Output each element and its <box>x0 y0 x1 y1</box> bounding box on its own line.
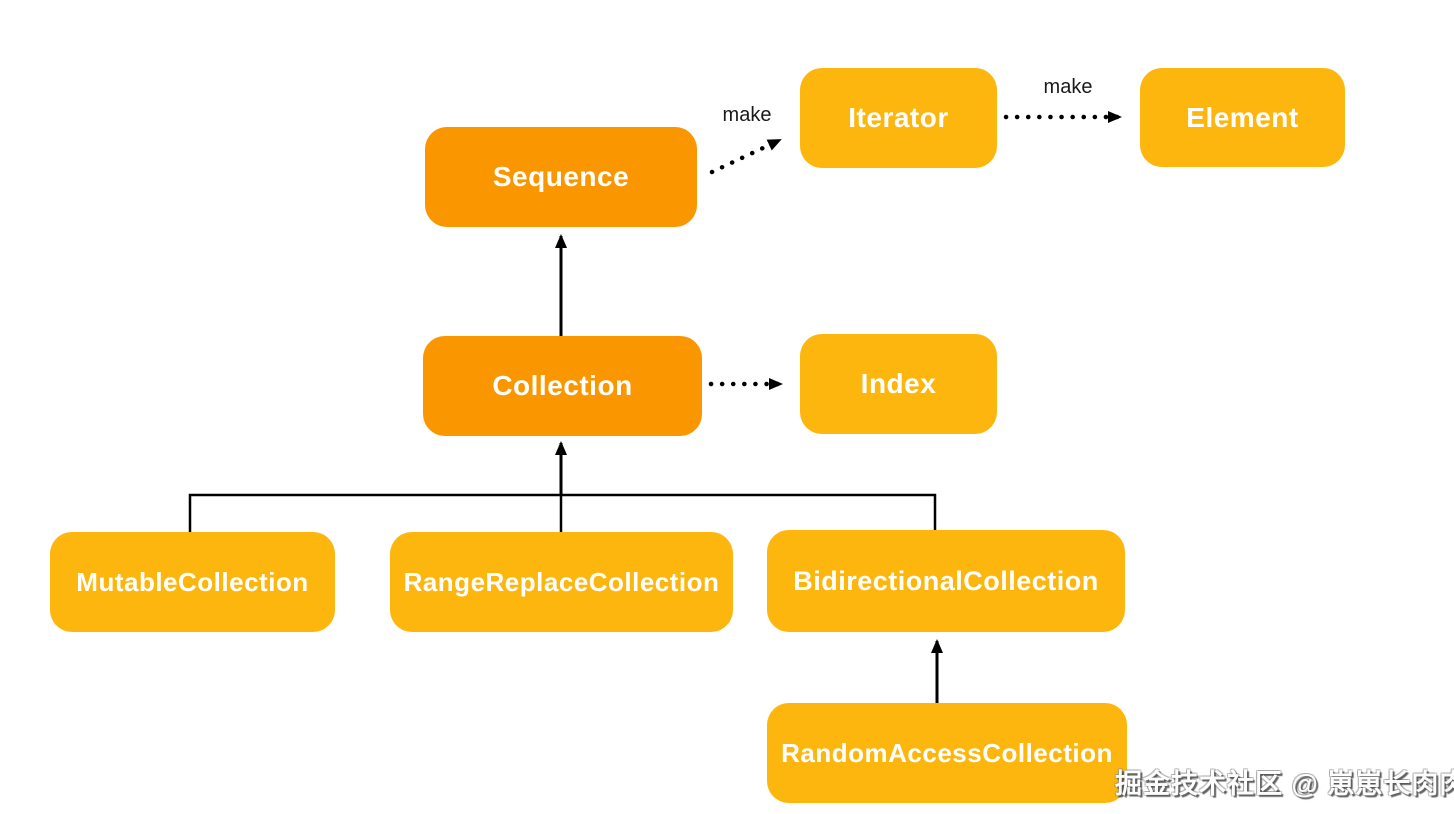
node-bidirectional-collection: BidirectionalCollection <box>767 530 1125 632</box>
node-collection-label: Collection <box>492 370 633 401</box>
edge-label-make-sequence-iterator: make <box>722 104 772 126</box>
node-element-label: Element <box>1186 101 1299 133</box>
node-index: Index <box>800 334 997 434</box>
edge-label-make-iterator-element: make <box>1043 76 1093 98</box>
edge-children-connector <box>188 493 937 532</box>
node-iterator-label: Iterator <box>848 102 949 133</box>
node-bidirectional-collection-label: BidirectionalCollection <box>793 565 1099 596</box>
node-range-replace-collection-label: RangeReplaceCollection <box>403 566 720 597</box>
edge-sequence-to-iterator <box>709 137 783 175</box>
node-sequence: Sequence <box>425 127 697 227</box>
node-mutable-collection: MutableCollection <box>50 532 335 632</box>
node-index-label: Index <box>860 368 937 399</box>
node-range-replace-collection: RangeReplaceCollection <box>390 532 733 632</box>
node-iterator: Iterator <box>800 68 997 168</box>
node-random-access-collection-label: RandomAccessCollection <box>781 737 1113 768</box>
node-sequence-label: Sequence <box>492 161 630 192</box>
node-mutable-collection-label: MutableCollection <box>76 566 309 597</box>
node-random-access-collection: RandomAccessCollection <box>767 703 1127 803</box>
watermark: 掘金技术社区 @ 崽崽长肉肉 <box>1115 769 1454 799</box>
node-element: Element <box>1140 68 1345 167</box>
node-collection: Collection <box>423 336 702 436</box>
